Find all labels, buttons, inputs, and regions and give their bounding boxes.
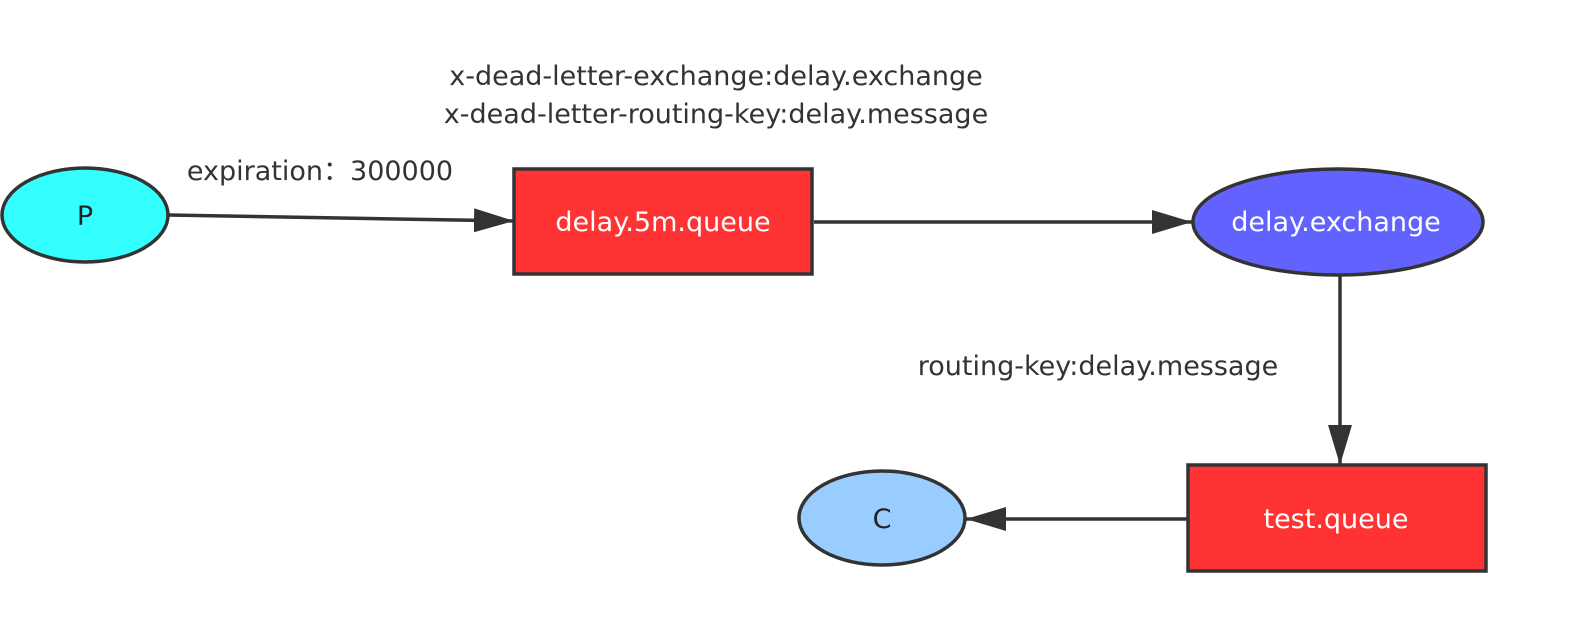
delay-queue-node-shape <box>512 167 814 276</box>
consumer-node-label: C <box>873 504 892 535</box>
consumer-node: C <box>797 469 967 567</box>
test-queue-node-shape <box>1186 463 1488 573</box>
delay-exchange-node-label: delay.exchange <box>1231 207 1441 238</box>
edge-producer-to-delay-queue <box>167 208 515 233</box>
delay-exchange-node: delay.exchange <box>1191 167 1485 277</box>
expiration-label: expiration：300000 <box>187 156 453 187</box>
producer-node-label: P <box>77 201 93 232</box>
test-queue-node: test.queue <box>1186 463 1488 573</box>
delay-exchange-node-shape <box>1191 167 1485 277</box>
dead-letter-routing-key-label: x-dead-letter-routing-key:delay.message <box>444 99 988 130</box>
producer-node-shape <box>0 166 170 264</box>
dead-letter-exchange-label: x-dead-letter-exchange:delay.exchange <box>449 61 983 92</box>
routing-key-label: routing-key:delay.message <box>918 351 1278 382</box>
delay-queue-node-label: delay.5m.queue <box>555 207 770 238</box>
consumer-node-shape <box>797 469 967 567</box>
delay-queue-node: delay.5m.queue <box>512 167 814 276</box>
producer-node: P <box>0 166 170 264</box>
test-queue-node-label: test.queue <box>1263 504 1408 535</box>
